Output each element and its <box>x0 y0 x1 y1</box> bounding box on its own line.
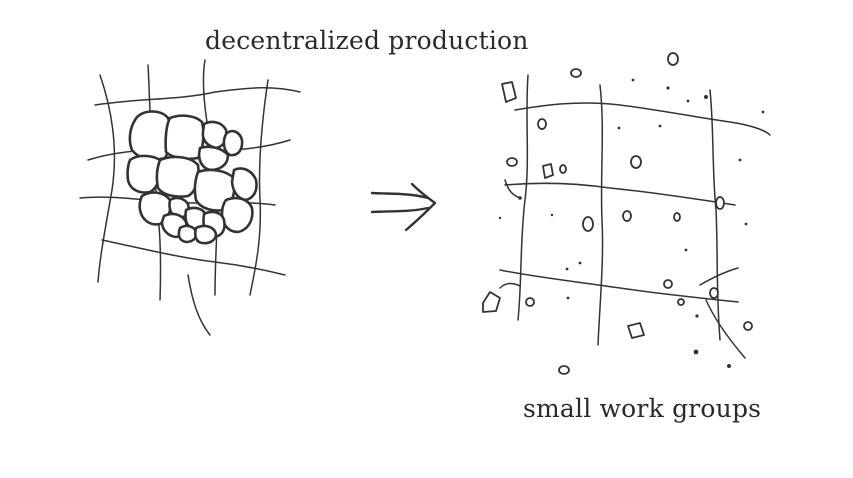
left-grid-line <box>94 87 301 106</box>
small-groups <box>482 52 765 375</box>
diagram-caption: small work groups <box>523 394 762 423</box>
left-grid-line <box>249 79 269 296</box>
right-grid-line <box>504 179 521 199</box>
right-grid-line <box>709 89 721 341</box>
right-grid-line <box>504 182 736 206</box>
left-grid-line <box>187 274 211 336</box>
diagram-title: decentralized production <box>205 26 529 55</box>
left-grid-line <box>97 74 116 283</box>
right-grid-line <box>499 282 521 289</box>
left-network <box>79 59 301 336</box>
left-grid-line <box>101 239 286 276</box>
right-grid-line <box>517 74 529 321</box>
right-grid-line <box>597 84 604 346</box>
cell-cluster <box>126 110 258 245</box>
right-grid-line <box>705 299 746 359</box>
right-grid-line <box>514 102 771 136</box>
transition-arrow <box>370 182 437 232</box>
right-grid-line <box>699 267 739 286</box>
right-network <box>482 52 771 375</box>
right-grid-line <box>499 269 739 303</box>
